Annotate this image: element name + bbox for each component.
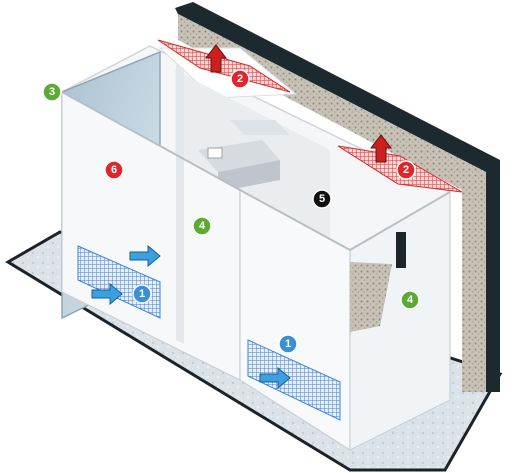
badge-frame-corner: 3 <box>42 82 62 102</box>
badge-intake-right: 1 <box>278 334 298 354</box>
svg-text:5: 5 <box>319 193 325 205</box>
badge-roof: 5 <box>312 189 332 209</box>
svg-text:3: 3 <box>49 86 55 98</box>
roof-edge <box>61 91 451 252</box>
badge-exhaust-left: 2 <box>230 69 250 89</box>
badge-insulation: 6 <box>104 160 124 180</box>
svg-text:1: 1 <box>285 338 291 350</box>
exhaust-arrow-icon <box>369 134 393 163</box>
svg-text:2: 2 <box>403 164 409 176</box>
svg-text:4: 4 <box>199 220 206 232</box>
intake-grille-right <box>247 339 341 421</box>
badge-intake-left: 1 <box>132 284 152 304</box>
badge-exhaust-right: 2 <box>396 160 416 180</box>
right-end-panel <box>349 190 451 451</box>
badge-panel-left: 4 <box>192 216 212 236</box>
exhaust-arrow-icon <box>204 44 228 73</box>
svg-text:6: 6 <box>111 164 117 176</box>
intake-arrow-icon <box>259 366 291 390</box>
svg-text:2: 2 <box>237 73 243 85</box>
intake-arrow-icon <box>129 244 161 268</box>
svg-text:4: 4 <box>407 294 414 306</box>
intake-arrow-icon <box>91 282 123 306</box>
svg-text:1: 1 <box>139 288 145 300</box>
interior-machinery <box>175 70 330 250</box>
badge-panel-right: 4 <box>400 290 420 310</box>
